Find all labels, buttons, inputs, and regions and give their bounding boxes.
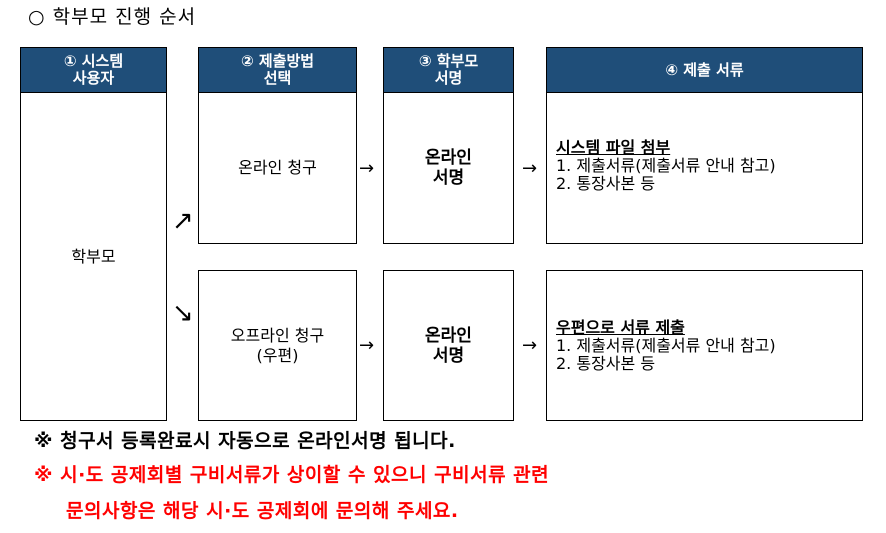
arrow-right-icon: →: [522, 158, 538, 179]
online-sign-box: 온라인 서명: [383, 92, 514, 244]
online-docs-box: 시스템 파일 첨부 1. 제출서류(제출서류 안내 참고) 2. 통장사본 등: [546, 92, 863, 244]
user-box: 학부모: [20, 92, 167, 421]
header-label: ② 제출방법 선택: [240, 52, 315, 87]
offline-sign-box: 온라인 서명: [383, 270, 514, 421]
document-warning-note: ※ 시·도 공제회별 구비서류가 상이할 수 있으니 구비서류 관련: [34, 464, 550, 486]
auto-sign-note: ※ 청구서 등록완료시 자동으로 온라인서명 됩니다.: [34, 430, 456, 452]
header-submit-method: ② 제출방법 선택: [198, 47, 357, 93]
header-parent-sign: ③ 학부모 서명: [383, 47, 514, 93]
doc-item: 1. 제출서류(제출서류 안내 참고): [556, 336, 776, 355]
header-label: ③ 학부모 서명: [418, 52, 479, 87]
doc-item: 2. 통장사본 등: [556, 354, 656, 373]
header-label: ① 시스템 사용자: [63, 52, 124, 87]
document-warning-note-cont: 문의사항은 해당 시·도 공제회에 문의해 주세요.: [66, 500, 459, 522]
online-method-box: 온라인 청구: [198, 92, 357, 244]
arrow-right-icon: →: [522, 335, 538, 356]
arrow-right-icon: →: [359, 158, 375, 179]
user-label: 학부모: [71, 246, 116, 266]
arrow-up-right-icon: ↗: [172, 206, 194, 236]
online-doc-title: 시스템 파일 첨부: [556, 138, 671, 157]
arrow-down-right-icon: ↘: [172, 298, 194, 328]
offline-method-box: 오프라인 청구 (우편): [198, 270, 357, 421]
header-label: ④ 제출 서류: [665, 60, 744, 79]
offline-method-label: 오프라인 청구 (우편): [230, 325, 325, 365]
doc-item: 1. 제출서류(제출서류 안내 참고): [556, 156, 776, 175]
page-title: ○ 학부모 진행 순서: [28, 6, 197, 28]
offline-doc-title: 우편으로 서류 제출: [556, 318, 685, 337]
offline-docs-box: 우편으로 서류 제출 1. 제출서류(제출서류 안내 참고) 2. 통장사본 등: [546, 270, 863, 421]
online-sign-label: 온라인 서명: [425, 148, 472, 188]
header-submit-docs: ④ 제출 서류: [546, 47, 863, 93]
arrow-right-icon: →: [359, 335, 375, 356]
header-system-user: ① 시스템 사용자: [20, 47, 167, 93]
offline-sign-label: 온라인 서명: [425, 325, 472, 366]
doc-item: 2. 통장사본 등: [556, 174, 656, 193]
online-method-label: 온라인 청구: [238, 158, 317, 177]
